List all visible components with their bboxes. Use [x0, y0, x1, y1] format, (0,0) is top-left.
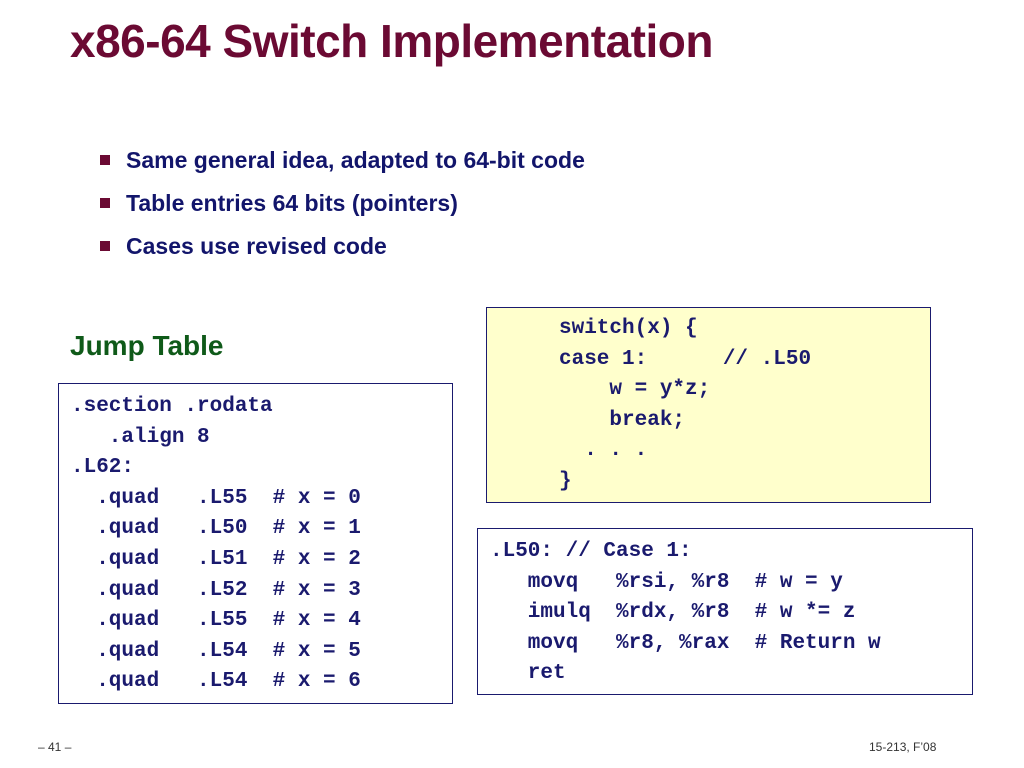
code-line: w = y*z;	[559, 378, 711, 402]
case-l50-code-box: .L50: // Case 1: movq %rsi, %r8 # w = y …	[477, 528, 973, 695]
bullet-list: Same general idea, adapted to 64-bit cod…	[100, 144, 585, 273]
code-line: .quad .L51 # x = 2	[71, 547, 361, 571]
code-line: .L50: // Case 1:	[490, 540, 692, 563]
switch-code-box: switch(x) { case 1: // .L50 w = y*z; bre…	[486, 307, 931, 503]
code-line: .L62:	[71, 456, 135, 480]
code-line: . . .	[559, 439, 648, 463]
code-line: .align 8	[71, 425, 210, 449]
square-bullet-icon	[100, 198, 110, 208]
slide-title: x86-64 Switch Implementation	[70, 15, 713, 67]
code-line: case 1: // .L50	[559, 347, 812, 371]
code-line: .quad .L54 # x = 5	[71, 639, 361, 663]
code-line: ret	[490, 662, 566, 686]
code-line: .quad .L55 # x = 0	[71, 486, 361, 510]
bullet-text: Same general idea, adapted to 64-bit cod…	[126, 147, 585, 173]
code-line: imulq %rdx, %r8 # w *= z	[490, 601, 856, 625]
code-line: switch(x) {	[559, 317, 698, 340]
jump-table-code-box: .section .rodata .align 8 .L62: .quad .L…	[58, 383, 453, 704]
code-line: .quad .L52 # x = 3	[71, 578, 361, 602]
bullet-item: Table entries 64 bits (pointers)	[100, 187, 585, 230]
code-line: .quad .L55 # x = 4	[71, 609, 361, 633]
code-line: movq %r8, %rax # Return w	[490, 631, 881, 655]
code-line: .quad .L50 # x = 1	[71, 517, 361, 541]
slide-number: – 41 –	[38, 740, 72, 754]
code-line: .quad .L54 # x = 6	[71, 670, 361, 694]
bullet-item: Same general idea, adapted to 64-bit cod…	[100, 144, 585, 187]
square-bullet-icon	[100, 241, 110, 251]
jump-table-heading: Jump Table	[70, 330, 224, 361]
square-bullet-icon	[100, 155, 110, 165]
code-line: .section .rodata	[71, 395, 273, 418]
course-label: 15-213, F’08	[869, 740, 937, 754]
code-line: }	[559, 469, 572, 493]
bullet-text: Cases use revised code	[126, 233, 387, 259]
bullet-text: Table entries 64 bits (pointers)	[126, 190, 458, 216]
code-line: break;	[559, 408, 686, 432]
code-line: movq %rsi, %r8 # w = y	[490, 570, 843, 594]
bullet-item: Cases use revised code	[100, 230, 585, 273]
